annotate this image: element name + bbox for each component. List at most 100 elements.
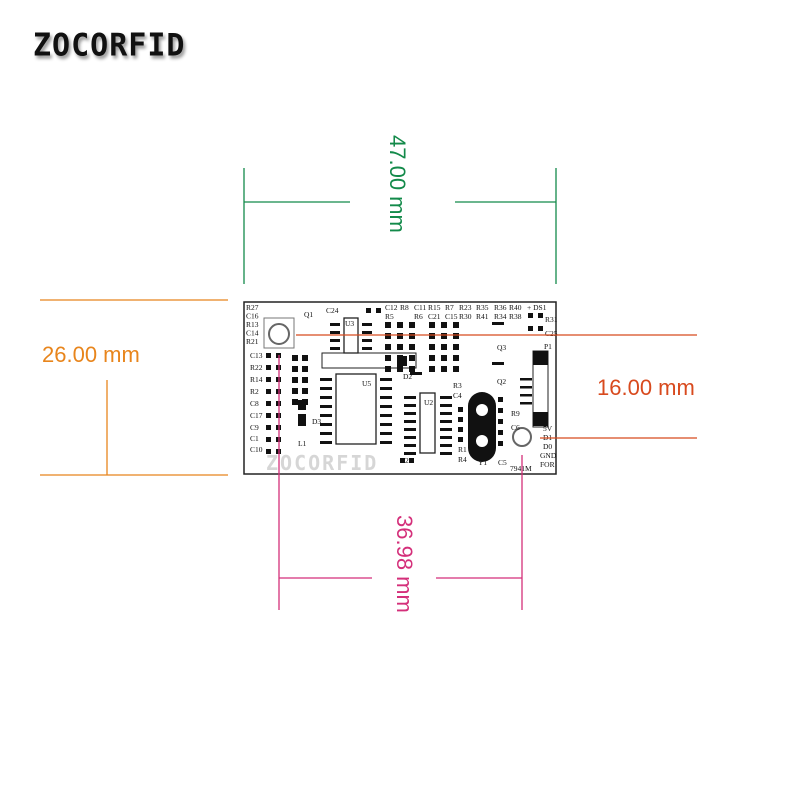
pcb-label-pin-gnd: GND [540,451,557,460]
solder-pad [320,423,332,426]
pcb-label-r38: R38 [509,312,522,321]
solder-pad [302,377,308,383]
solder-pad [302,355,308,361]
pcb-label-c12: C12 [385,303,398,312]
solder-pad [404,412,416,415]
solder-pad [292,388,298,394]
solder-pad [440,404,452,407]
pcb-label-d3: D3 [312,417,321,426]
solder-pad [397,366,403,372]
solder-pad [440,412,452,415]
pcb-label-r6: R6 [414,312,423,321]
solder-pad [441,322,447,328]
pcb-label-d2: D2 [403,372,412,381]
solder-pad [266,353,271,358]
hole-vertical-dimension [296,334,697,439]
pcb-label-c13: C13 [250,351,263,360]
solder-pad [380,378,392,381]
solder-pad [266,449,271,454]
brand-logo: ZOCORFID [33,27,186,64]
solder-pad [429,355,435,361]
pcb-label-r23: R23 [459,303,472,312]
solder-pad [366,308,371,313]
solder-pad [498,419,503,424]
solder-pad [292,399,298,405]
solder-pad [292,355,298,361]
pcb-label-l1: L1 [298,439,307,448]
pcb-label-r14: R14 [250,375,263,384]
solder-pad [453,322,459,328]
solder-pad [441,333,447,339]
solder-pad [538,326,543,331]
pcb-label-r8: R8 [400,303,409,312]
solder-pad [404,420,416,423]
solder-pad [441,344,447,350]
solder-pad [320,396,332,399]
solder-pad [440,428,452,431]
pcb-label-r1: R1 [458,445,467,454]
solder-pad [397,333,403,339]
solder-pad [528,326,533,331]
width-label: 47.00 mm [385,135,410,233]
solder-pad [404,396,416,399]
solder-pad [380,432,392,435]
solder-pad [376,308,381,313]
solder-pad [320,405,332,408]
solder-pad [320,432,332,435]
pcb-label-r21: R21 [246,337,259,346]
solder-pad [429,366,435,372]
pcb-label-q2: Q2 [497,377,506,386]
pcb-label-r5: R5 [385,312,394,321]
solder-pad [498,430,503,435]
solder-pad [409,344,415,350]
pcb-label-c23: C23 [400,456,413,465]
solder-pad [266,389,271,394]
pcb-label-u2: U2 [424,398,433,407]
pcb-label-c17: C17 [250,411,263,420]
solder-pad [453,366,459,372]
solder-pad [266,377,271,382]
pcb-label-r15: R15 [428,303,441,312]
solder-pad [397,322,403,328]
solder-pad [320,414,332,417]
pcb-label-c4: C4 [453,391,462,400]
solder-pad [458,437,463,442]
solder-pad [385,344,391,350]
solder-pad [429,344,435,350]
pcb-label-c6: C6 [511,423,520,432]
solder-pad [385,355,391,361]
solder-pad [429,322,435,328]
pcb-label-u5: U5 [362,379,371,388]
solder-pad [400,458,405,463]
solder-pad [302,388,308,394]
solder-pad [397,344,403,350]
pcb-label-c10: C10 [250,445,263,454]
solder-pad [362,339,372,342]
pcb-label-u3: U3 [345,319,354,328]
solder-pad [520,378,532,381]
solder-pad [453,344,459,350]
pcb-label-y1: Y1 [478,458,487,467]
solder-pad [266,437,271,442]
solder-pad [292,366,298,372]
solder-pad [320,387,332,390]
height-label: 26.00 mm [42,342,140,367]
solder-pad [440,396,452,399]
solder-pad [298,414,306,426]
solder-pad [298,400,306,410]
pcb-label-r9: R9 [511,409,520,418]
pcb-label-c5: C5 [498,458,507,467]
solder-pad [409,458,414,463]
solder-pad [380,423,392,426]
solder-pad [409,366,415,372]
pcb-label-c24: C24 [326,306,339,315]
solder-pad [320,441,332,444]
solder-pad [441,355,447,361]
pcb-label-r30: R30 [459,312,472,321]
hole-horizontal-label: 36.98 mm [392,515,417,613]
solder-pad [458,417,463,422]
pcb-label-pin-for: FOR [540,460,555,469]
solder-pad [404,404,416,407]
hole-vertical-label: 16.00 mm [597,375,695,400]
